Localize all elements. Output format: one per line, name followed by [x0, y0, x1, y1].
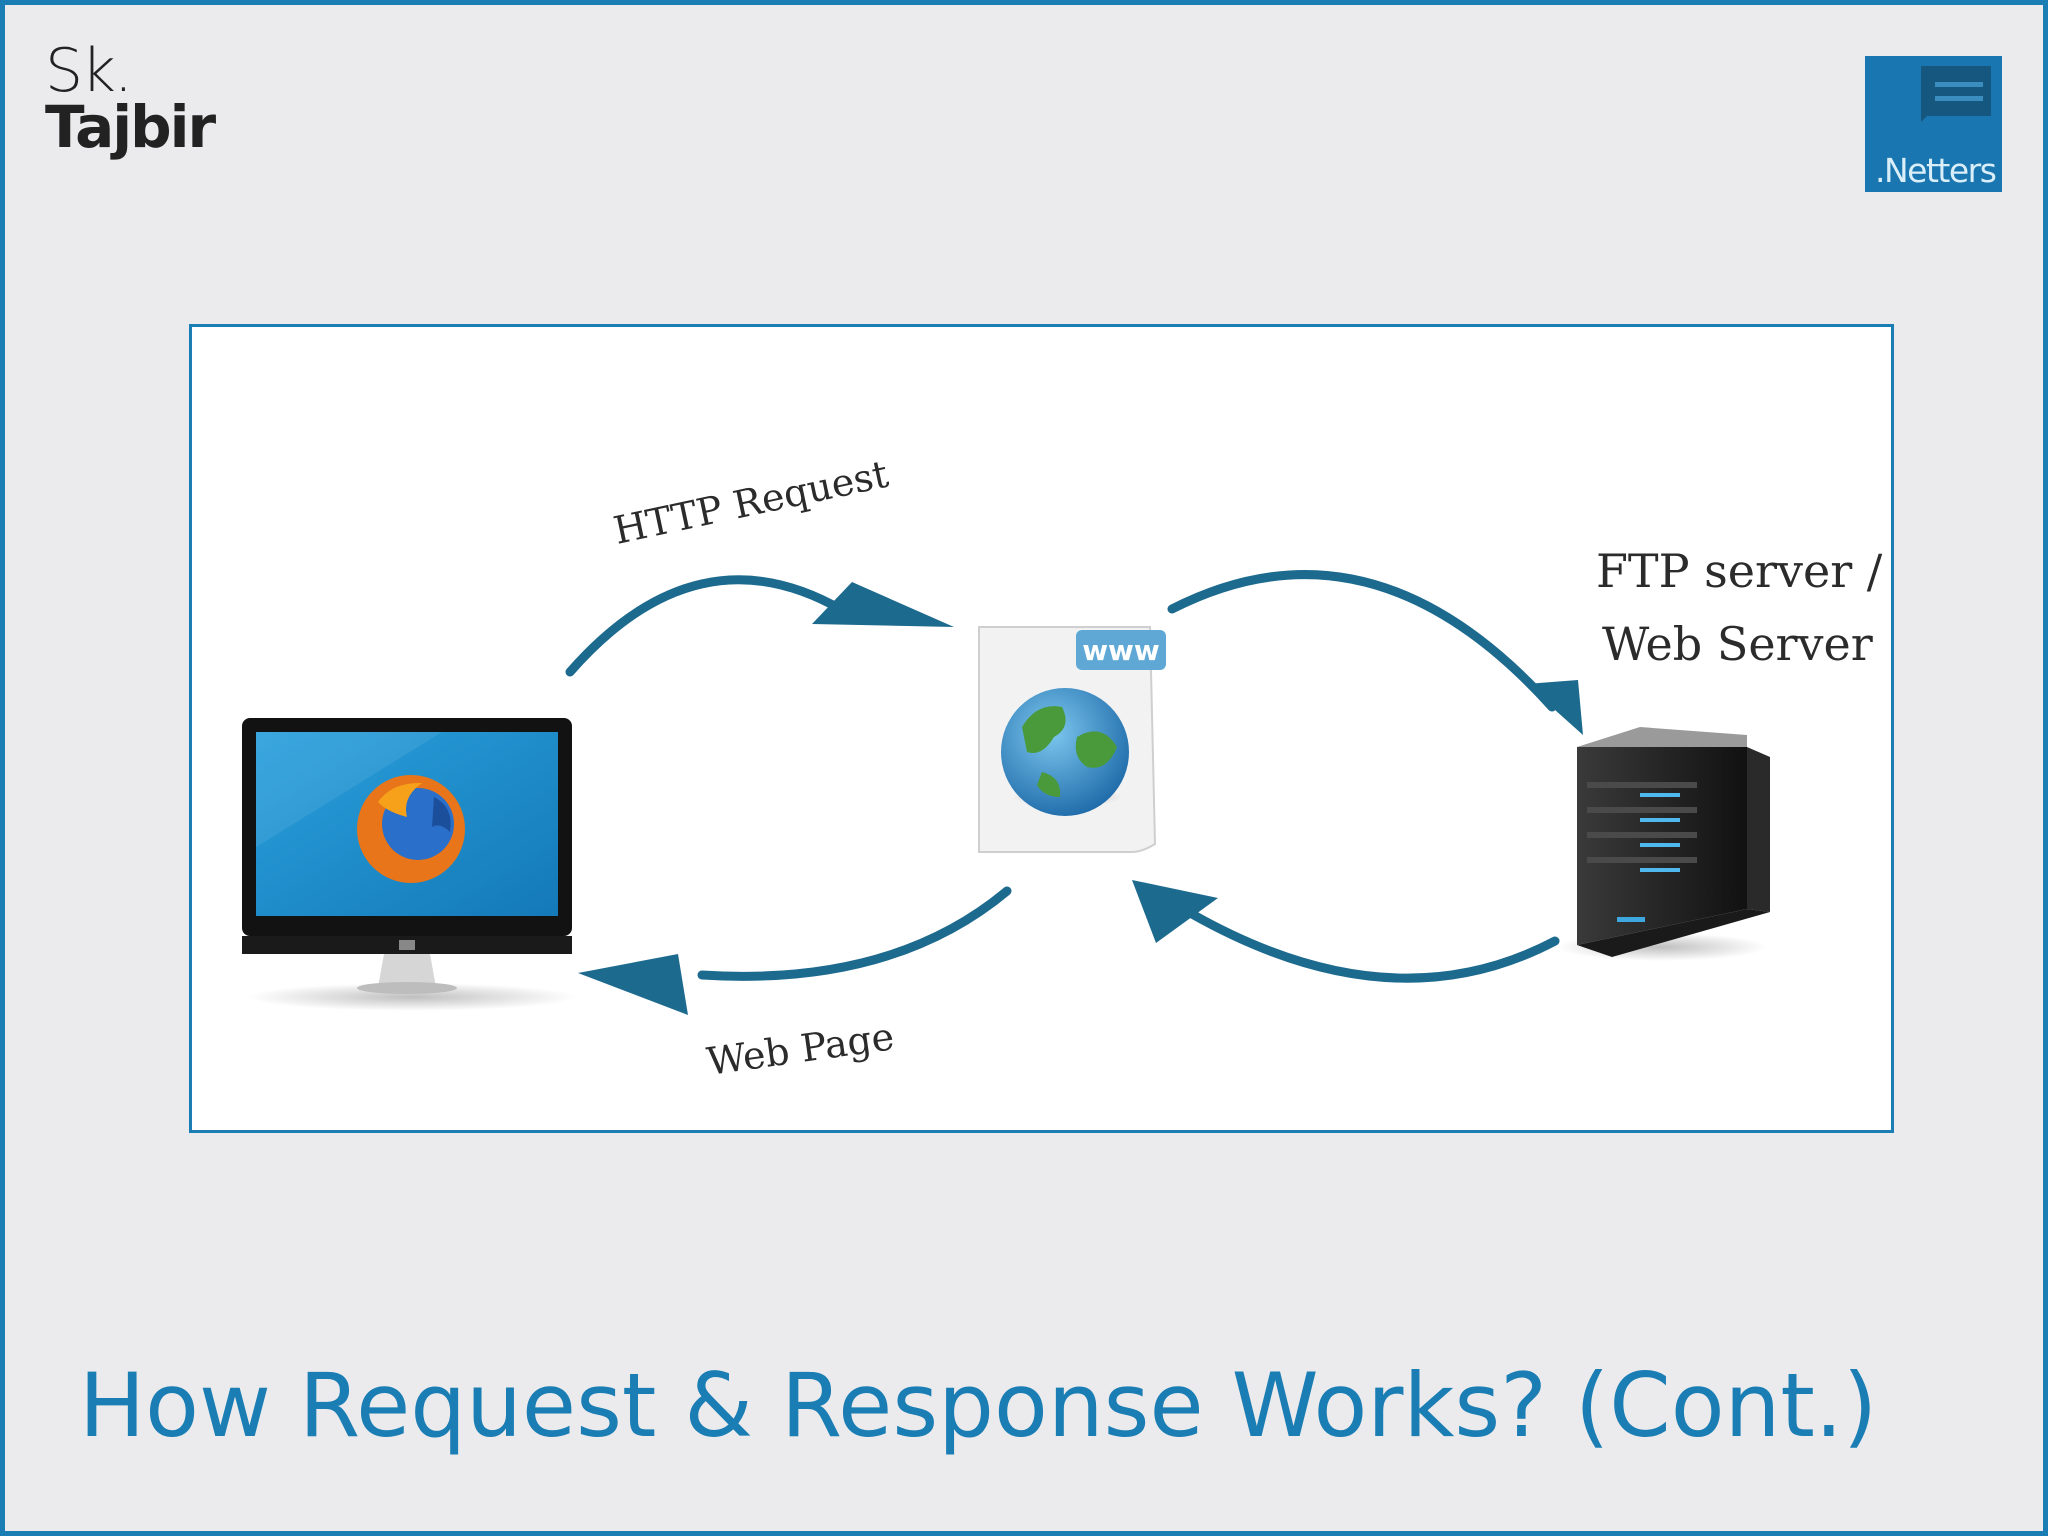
request-response-diagram: HTTP Request Web Page FTP server / Web S…: [242, 452, 1883, 1084]
monitor-with-browser-icon: [242, 718, 577, 1011]
author-logo: Sk. Tajbir: [45, 36, 216, 161]
to-server-arrow: [1167, 570, 1583, 735]
chat-bubble-icon: [1921, 66, 1991, 122]
web-page-arrow: [578, 886, 1012, 1015]
www-globe-document-icon: www: [978, 626, 1166, 853]
server-label-line1: FTP server /: [1596, 544, 1883, 598]
http-request-arrow: [565, 575, 954, 677]
brand-logo: .Netters: [1865, 56, 2002, 192]
server-tower-icon: [1557, 727, 1770, 961]
brand-logo-label: .Netters: [1875, 151, 1997, 190]
from-server-arrow: [1132, 880, 1560, 983]
http-request-label: HTTP Request: [610, 452, 892, 553]
author-logo-line1: Sk.: [45, 36, 133, 106]
web-page-label: Web Page: [704, 1014, 896, 1084]
diagram-frame: HTTP Request Web Page FTP server / Web S…: [189, 324, 1894, 1133]
www-badge: www: [1082, 634, 1160, 667]
slide-title: How Request & Response Works? (Cont.): [79, 1354, 1878, 1457]
server-label-line2: Web Server: [1602, 617, 1873, 671]
author-logo-line2: Tajbir: [45, 93, 216, 161]
